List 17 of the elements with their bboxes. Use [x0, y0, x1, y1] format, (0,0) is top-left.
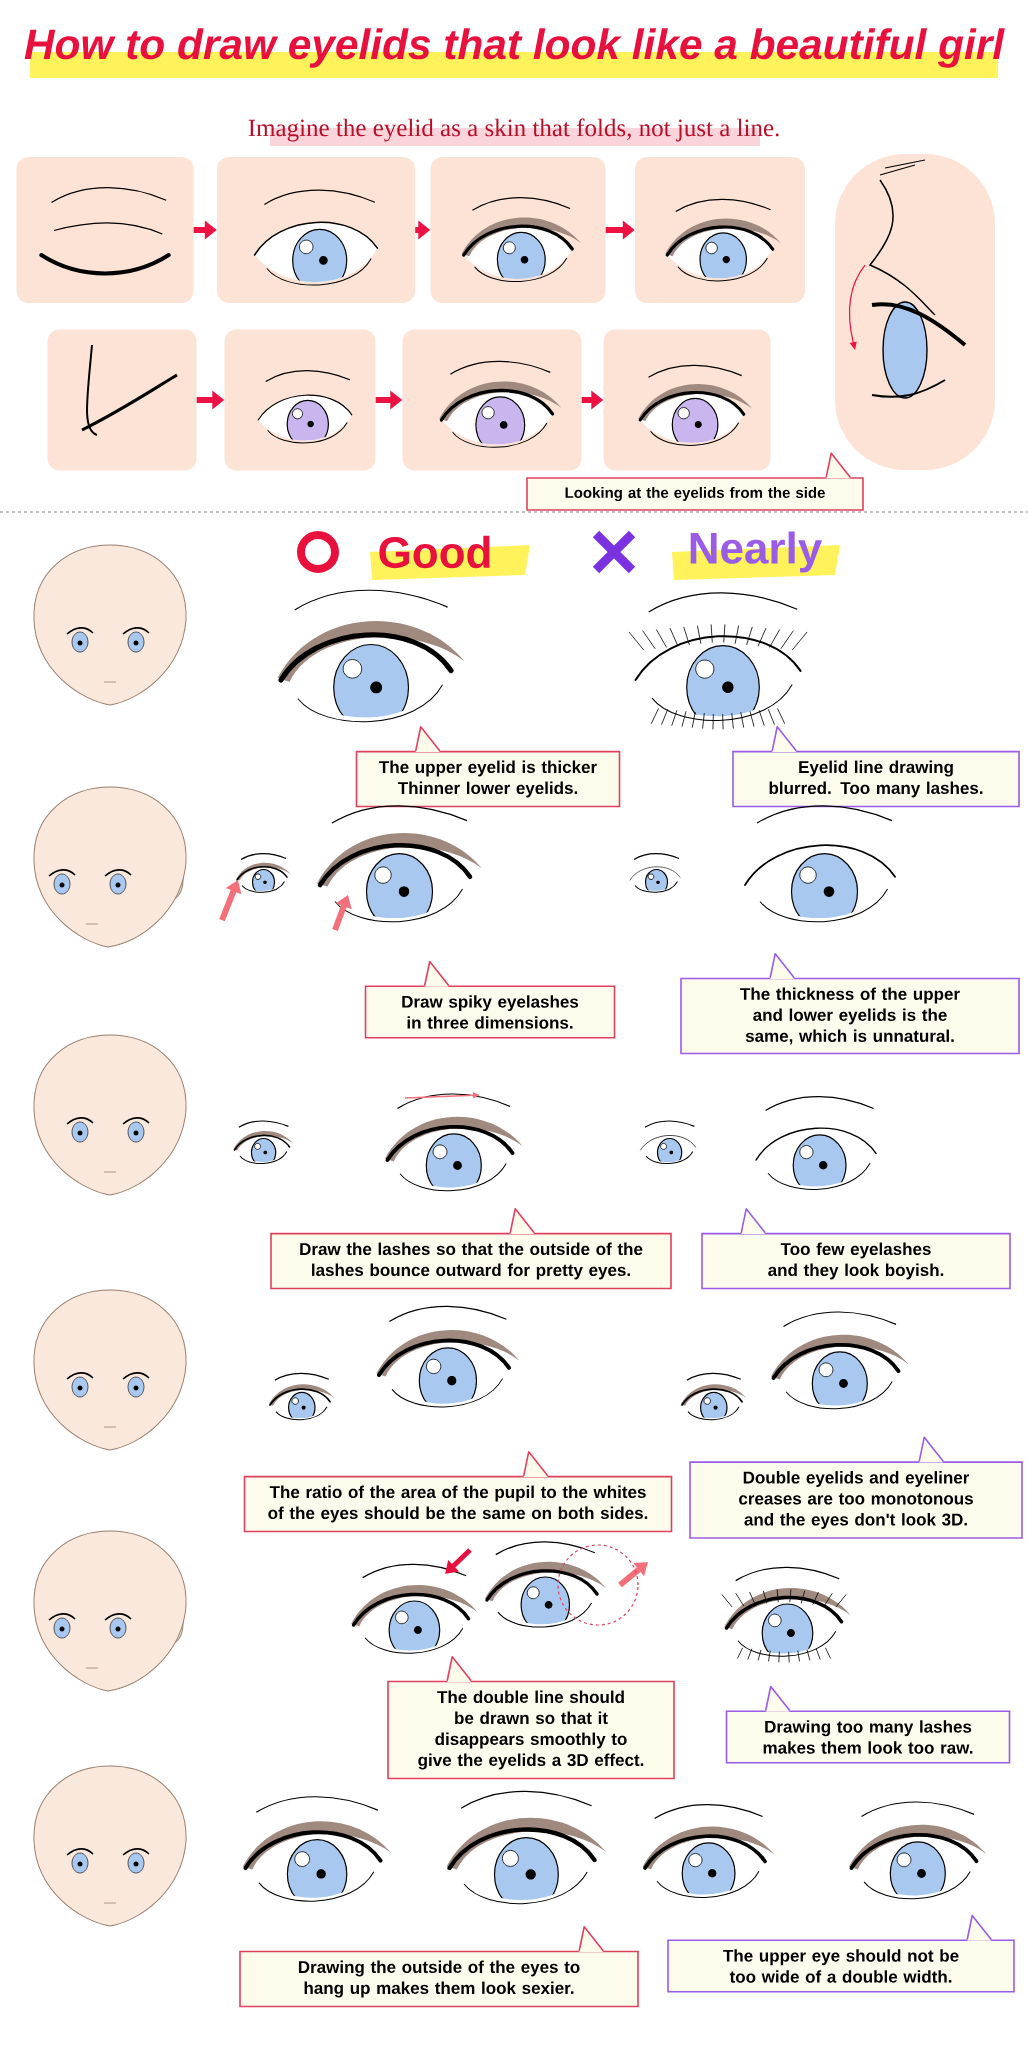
picture-panel	[47, 329, 197, 471]
picture-panel	[16, 157, 194, 303]
callout-box: The upper eyelid is thicker Thinner lower eyelids.	[355, 726, 621, 808]
callout-box: The ratio of the area of the pupil to the whites of the eyes should be the same on both sides.	[243, 1451, 673, 1533]
subtitle: Imagine the eyelid as a skin that folds, not just a line.	[248, 118, 779, 146]
picture-panel	[835, 154, 995, 470]
callout-box: Drawing too many lashes makes them look too raw.	[725, 1685, 1011, 1764]
callout-box: The thickness of the upper and lower eyelids is the same, which is unnatural.	[680, 952, 1020, 1055]
callout-box: Drawing the outside of the eyes to hang up makes them look sexier.	[239, 1925, 639, 2008]
callout-box: Draw spiky eyelashes in three dimensions.	[364, 960, 616, 1039]
callout-box: Double eyelids and eyeliner creases are too monotonous and the eyes don't look 3D.	[689, 1436, 1023, 1539]
callout-box: Eyelid line drawing blurred. Too many lashes.	[732, 726, 1020, 808]
callout-box: The upper eye should not be too wide of a double width.	[667, 1914, 1015, 1993]
callout-box: Draw the lashes so that the outside of the lashes bounce outward for pretty eyes.	[270, 1208, 672, 1290]
callout-box: Looking at the eyelids from the side	[526, 452, 864, 511]
callout-box: Too few eyelashes and they look boyish.	[701, 1208, 1011, 1290]
callout-box: The double line should be drawn so that it disappears smoothly to give the eyelids a 3D effect.	[387, 1655, 675, 1780]
